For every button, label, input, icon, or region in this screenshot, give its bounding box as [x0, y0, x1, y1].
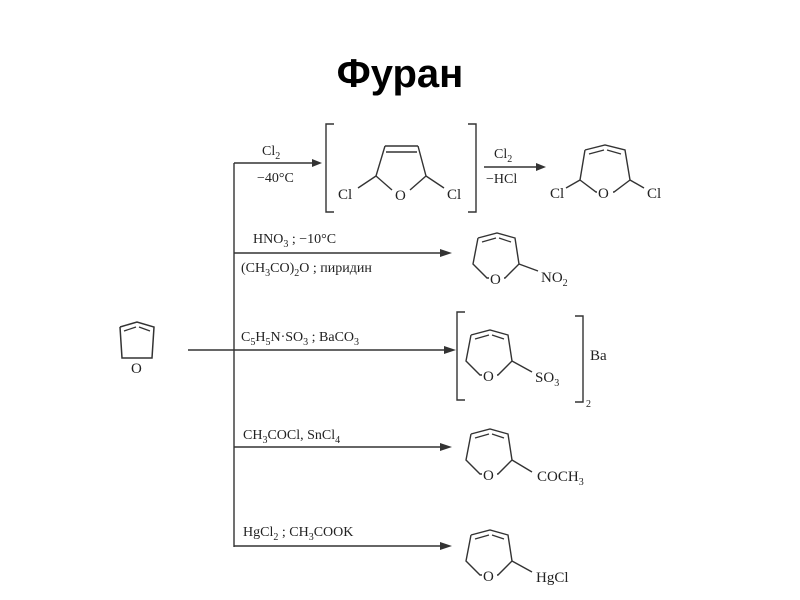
- cond-chlorination-2: −40°C: [257, 171, 294, 186]
- product-nitrofuran: O NO2: [472, 232, 568, 289]
- reactant-furan: O: [119, 321, 155, 377]
- cond-nitration-1: HNO3 ; −10°C: [253, 232, 336, 250]
- intermediate-oxygen: O: [395, 188, 406, 204]
- intermediate-cl-right: Cl: [447, 187, 461, 203]
- product-cl-right: Cl: [647, 186, 661, 202]
- arrowhead-sulfonation: [444, 346, 456, 354]
- intermediate-dichloro-dihydrofuran: Cl O Cl: [325, 123, 477, 213]
- nitrofuran-oxygen: O: [490, 272, 501, 288]
- cond-sulfonation: C5H5N·SO3 ; BaCO3: [241, 330, 359, 348]
- reactant-oxygen: O: [131, 361, 142, 377]
- cond-elimination-1: Cl2: [494, 147, 512, 165]
- product-barium-furansulfonate: O SO3 Ba 2: [456, 311, 607, 410]
- page-title: Фуран: [336, 52, 464, 96]
- acetylfuran-oxygen: O: [483, 468, 494, 484]
- product-acetylfuran: O COCH3: [465, 428, 584, 488]
- intermediate-cl-left: Cl: [338, 187, 352, 203]
- cond-mercuration: HgCl2 ; CH3COOK: [243, 525, 353, 543]
- mercury-oxygen: O: [483, 569, 494, 585]
- bracket-subscript: 2: [586, 399, 591, 410]
- counter-ion-ba: Ba: [590, 348, 607, 364]
- product-cl-left: Cl: [550, 186, 564, 202]
- cond-elimination-2: −HCl: [486, 172, 517, 187]
- acetylfuran-substituent: COCH3: [537, 469, 584, 488]
- mercury-substituent: HgCl: [536, 570, 569, 586]
- sulfonate-oxygen: O: [483, 369, 494, 385]
- product-dichlorofuran: Cl O Cl: [550, 144, 661, 202]
- sulfonate-substituent: SO3: [535, 370, 559, 389]
- product-furylmercuric-chloride: O HgCl: [465, 529, 569, 586]
- cond-chlorination-1: Cl2: [262, 144, 280, 162]
- product-oxygen: O: [598, 186, 609, 202]
- cond-nitration-2: (CH3CO)2O ; пиридин: [241, 261, 372, 279]
- nitrofuran-substituent: NO2: [541, 270, 568, 289]
- cond-acylation: CH3COCl, SnCl4: [243, 428, 340, 446]
